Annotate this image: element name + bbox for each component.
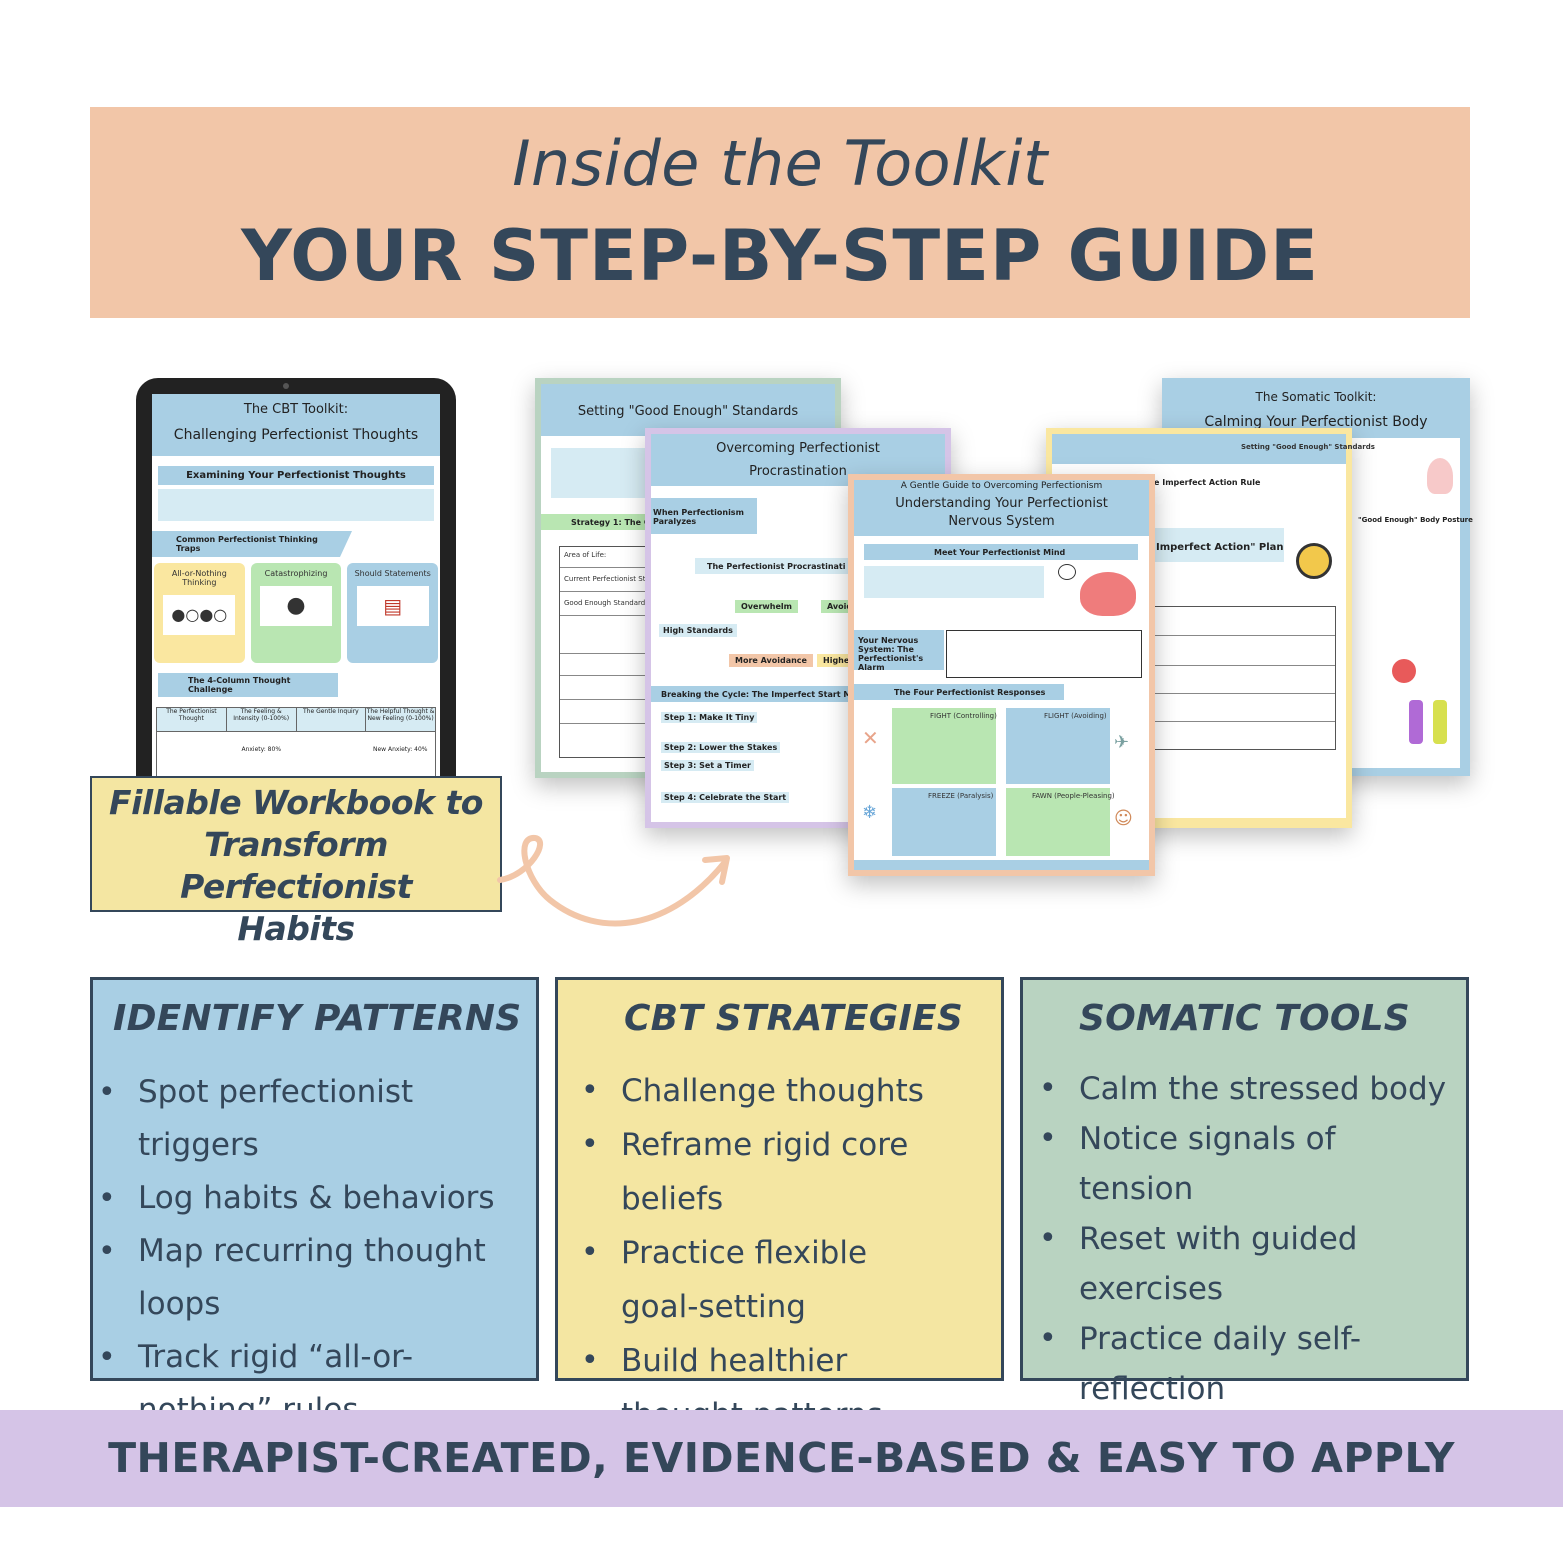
callout-line3: Habits: [237, 909, 355, 948]
nervous-fawn: FAWN (People-Pleasing): [1032, 792, 1115, 800]
mail-icon: [1392, 659, 1416, 683]
proc-breaking: Breaking the Cycle: The Imperfect Start …: [661, 690, 878, 699]
nervous-responses: The Four Perfectionist Responses: [894, 688, 1046, 697]
identify-patterns-box: IDENTIFY PATTERNS Spot perfectionist tri…: [90, 977, 539, 1428]
tablet-title1: The CBT Toolkit:: [243, 402, 349, 417]
cbt-title: CBT STRATEGIES: [624, 998, 963, 1039]
nervous-fight: FIGHT (Controlling): [930, 712, 997, 720]
tablet-header: The CBT Toolkit: Challenging Perfectioni…: [152, 394, 440, 456]
proc-step3: Step 3: Set a Timer: [661, 760, 754, 771]
proc-step4: Step 4: Celebrate the Start: [661, 792, 790, 803]
tablet-thought-table: The Perfectionist Thought The Feeling & …: [156, 707, 436, 777]
tablet-challenge: The 4-Column Thought Challenge: [158, 673, 338, 697]
imperfect-rule: e Imperfect Action Rule: [1154, 478, 1261, 487]
good-enough-title: Setting "Good Enough" Standards: [577, 404, 799, 419]
proc-overwhelm: Overwhelm: [735, 600, 798, 613]
tablet-device: The CBT Toolkit: Challenging Perfectioni…: [136, 378, 456, 798]
header-subtitle: Inside the Toolkit: [512, 127, 1048, 200]
somatic-item: Calm the stressed body: [1039, 1064, 1459, 1114]
tablet-card-catastrophizing: Catastrophizing ●: [250, 563, 342, 663]
good-area: Area of Life:: [564, 551, 607, 559]
plane-icon: ✈: [1114, 732, 1130, 753]
good-current: Current Perfectionist Stand: [564, 575, 659, 583]
cbt-item: Challenge thoughts: [581, 1064, 1001, 1118]
socks-icon: [1407, 700, 1455, 748]
card1-label: All-or-Nothing Thinking: [171, 569, 227, 587]
tablet-screen: The CBT Toolkit: Challenging Perfectioni…: [152, 394, 440, 784]
somatic-title1: The Somatic Toolkit:: [1255, 390, 1377, 404]
rulebook-icon: ▤: [356, 586, 429, 626]
tablet-col2: The Feeling & Intensity (0-100%): [227, 708, 297, 731]
bomb-icon: ●: [260, 586, 332, 626]
curved-arrow-icon: [497, 835, 730, 927]
tablet-traps: Common Perfectionist Thinking Traps: [152, 531, 352, 557]
callout-line1: Fillable Workbook to: [109, 783, 483, 822]
tablet-new-anxiety: New Anxiety: 40%: [372, 746, 428, 753]
tablet-anxiety: Anxiety: 80%: [241, 746, 282, 753]
somatic-item: Practice daily self-reflection: [1039, 1314, 1379, 1414]
meditation-icon: [1427, 458, 1453, 494]
card2-label: Catastrophizing: [264, 569, 328, 578]
fillable-workbook-callout: Fillable Workbook to Transform Perfectio…: [90, 776, 502, 948]
nervous-meet: Meet Your Perfectionist Mind: [934, 548, 1066, 557]
nervous-title1: Understanding Your Perfectionist: [895, 496, 1108, 511]
tablet-title2: Challenging Perfectionist Thoughts: [173, 427, 419, 443]
header-banner: Inside the Toolkit YOUR STEP-BY-STEP GUI…: [90, 107, 1470, 318]
imperfect-plan: Imperfect Action" Plan: [1156, 542, 1284, 553]
tablet-col3: The Gentle Inquiry: [297, 708, 367, 731]
proc-high: High Standards: [659, 624, 737, 637]
tablet-section1: Examining Your Perfectionist Thoughts: [158, 466, 434, 485]
nervous-title2: Nervous System: [948, 514, 1055, 529]
header-title: YOUR STEP-BY-STEP GUIDE: [241, 215, 1319, 297]
nervous-kicker: A Gentle Guide to Overcoming Perfectioni…: [900, 481, 1103, 491]
good-standard: Good Enough Standard:: [564, 599, 648, 607]
good-enough-strategy: Strategy 1: The Goo: [571, 518, 662, 527]
footer-banner: THERAPIST-CREATED, EVIDENCE-BASED & EASY…: [0, 1410, 1563, 1507]
proc-title2: Procrastination: [749, 464, 847, 479]
page-nervous-system: A Gentle Guide to Overcoming Perfectioni…: [848, 474, 1155, 876]
proc-cycle: The Perfectionist Procrastinati: [707, 562, 846, 571]
somatic-posture: "Good Enough" Body Posture: [1358, 516, 1473, 524]
somatic-title: SOMATIC TOOLS: [1079, 998, 1410, 1039]
dots-icon: ●○●○: [163, 595, 236, 635]
tablet-camera: [283, 383, 289, 389]
tablet-card-should: Should Statements ▤: [347, 563, 439, 663]
footer-text: THERAPIST-CREATED, EVIDENCE-BASED & EASY…: [108, 1434, 1455, 1482]
nervous-alarm: Your Nervous System: The Perfectionist's…: [858, 636, 924, 672]
x-icon: ✕: [862, 726, 879, 750]
tablet-col1: The Perfectionist Thought: [157, 708, 227, 731]
somatic-title2: Calming Your Perfectionist Body: [1204, 414, 1428, 430]
clock-icon: [1296, 543, 1332, 579]
snowflake-icon: ❄: [862, 802, 878, 823]
nervous-flight: FLIGHT (Avoiding): [1044, 712, 1107, 720]
tablet-intro-text: [158, 489, 434, 521]
nervous-freeze: FREEZE (Paralysis): [928, 792, 994, 800]
proc-title1: Overcoming Perfectionist: [716, 441, 880, 456]
somatic-item: Reset with guided exercises: [1039, 1214, 1379, 1314]
tablet-col4: The Helpful Thought & New Feeling (0-100…: [366, 708, 435, 722]
callout-line2: Transform Perfectionist: [180, 825, 412, 906]
identify-item: Map recurring thought loops: [98, 1225, 488, 1331]
card3-label: Should Statements: [354, 569, 431, 578]
somatic-item: Notice signals of tension: [1039, 1114, 1459, 1214]
cbt-item: Reframe rigid core beliefs: [581, 1118, 1001, 1226]
cbt-strategies-box: CBT STRATEGIES Challenge thoughts Refram…: [555, 977, 1004, 1433]
tablet-card-all-or-nothing: All-or-Nothing Thinking ●○●○: [154, 563, 245, 663]
imperfect-header: Setting "Good Enough" Standards: [1241, 443, 1375, 451]
proc-more: More Avoidance: [729, 654, 813, 667]
identify-title: IDENTIFY PATTERNS: [113, 998, 522, 1039]
cbt-item: Practice flexible goal-setting: [581, 1226, 951, 1334]
proc-paralyzes: When Perfectionism Paralyzes: [653, 508, 744, 526]
proc-step1: Step 1: Make It Tiny: [661, 712, 758, 723]
identify-item: Log habits & behaviors: [98, 1172, 528, 1225]
brain-icon: [1080, 572, 1136, 616]
people-icon: ☺: [1114, 808, 1133, 829]
somatic-tools-box: SOMATIC TOOLS Calm the stressed body Not…: [1020, 977, 1469, 1407]
proc-step2: Step 2: Lower the Stakes: [661, 742, 781, 753]
identify-item: Spot perfectionist triggers: [98, 1066, 528, 1172]
heart-bubble-icon: [1058, 564, 1076, 580]
